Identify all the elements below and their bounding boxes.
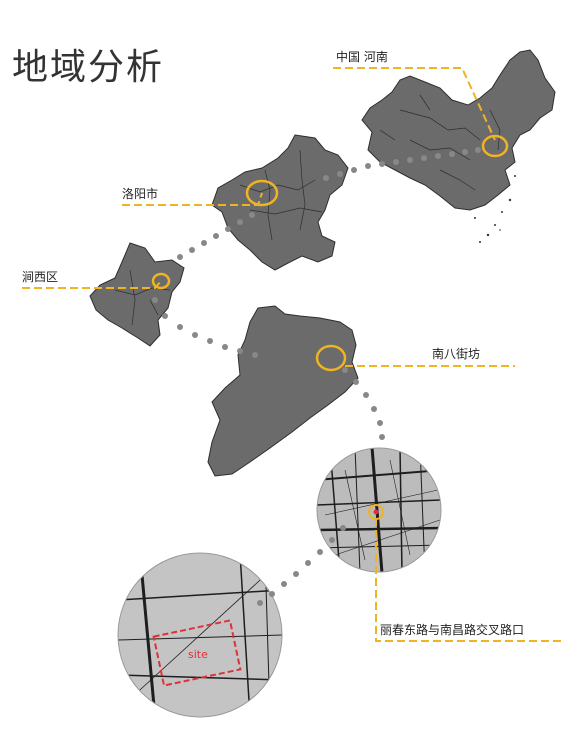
label-jianxi: 涧西区	[22, 270, 59, 284]
site-label: site	[188, 648, 208, 661]
leader-lines	[22, 67, 565, 642]
dotted-connectors	[152, 147, 481, 606]
label-china-henan: 中国 河南	[336, 50, 388, 64]
street-map-small	[316, 447, 442, 573]
label-crossing: 丽春东路与南昌路交叉路口	[380, 623, 525, 637]
highlight-circles	[151, 134, 509, 372]
henan-map	[211, 134, 349, 271]
china-map	[361, 49, 556, 243]
jianxi-map	[207, 305, 359, 477]
label-nanba: 南八街坊	[432, 347, 481, 361]
label-luoyang: 洛阳市	[122, 187, 159, 201]
street-map-large: site	[117, 552, 283, 718]
luoyang-map	[89, 242, 185, 347]
page-title: 地域分析	[12, 47, 165, 88]
